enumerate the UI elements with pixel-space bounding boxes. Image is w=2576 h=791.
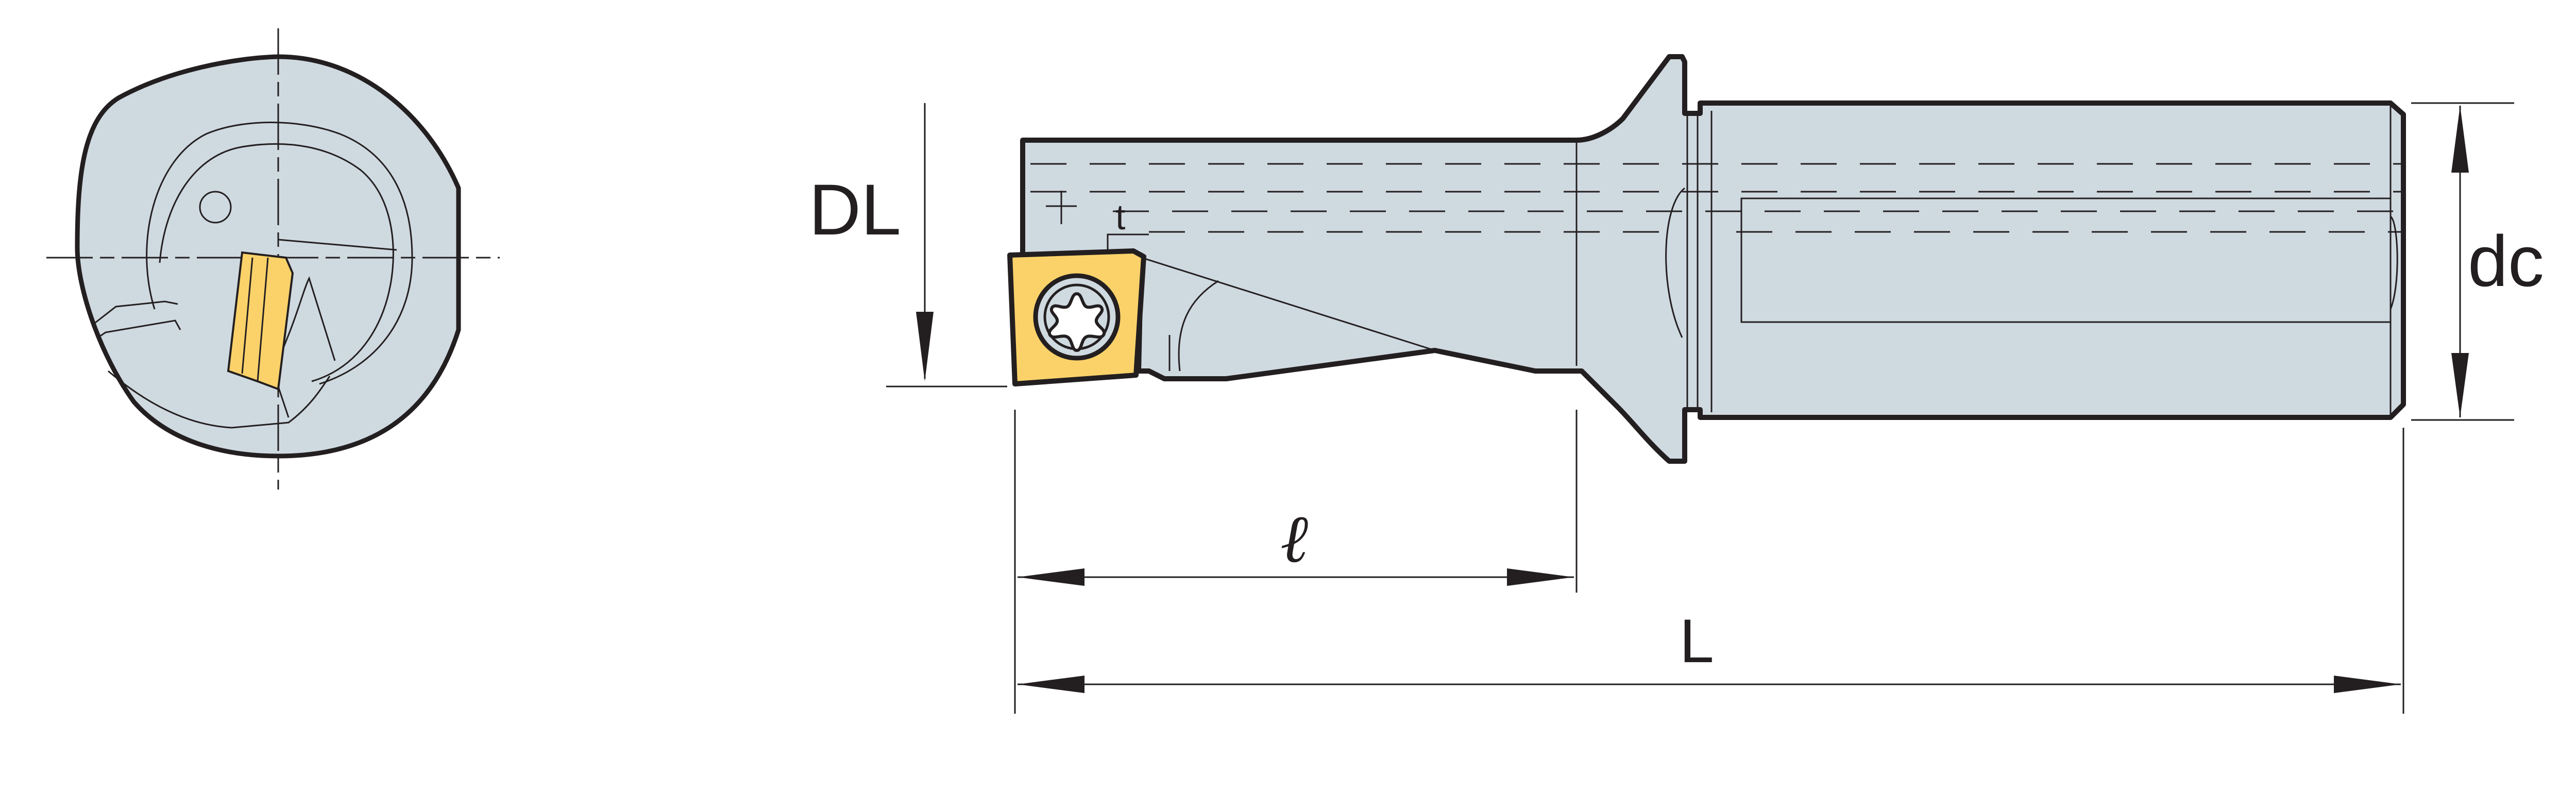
end-view-notch — [277, 386, 290, 418]
end-view-chip-edge — [108, 370, 331, 429]
t-marker — [1107, 233, 1149, 253]
dc-label: dc — [2468, 221, 2544, 301]
l-small-arrow-right — [1507, 568, 1574, 586]
coolant-hole — [199, 191, 232, 224]
dl-arrow — [916, 312, 934, 381]
l-small-arrow-left — [1018, 568, 1084, 586]
side-view — [1007, 54, 2406, 464]
end-view-flute-outer — [146, 122, 413, 385]
labels: DL dc ℓ L t — [809, 169, 2544, 676]
dimensions — [886, 102, 2514, 714]
shank-end-chamfer — [2389, 215, 2398, 310]
l-total-arrow-right — [2334, 676, 2401, 693]
end-view-top-edge — [278, 239, 397, 251]
t-label: t — [1115, 197, 1125, 237]
l-small-label: ℓ — [1280, 502, 1308, 577]
end-view — [46, 28, 500, 490]
end-view-edge-lower — [97, 319, 181, 339]
dl-label: DL — [809, 169, 901, 250]
end-view-rake — [277, 276, 336, 361]
l-total-arrow-left — [1018, 676, 1084, 693]
flange-curve — [1665, 187, 1685, 338]
dc-arrow-bottom — [2451, 353, 2469, 417]
flute-edge — [1133, 254, 1435, 351]
chip-gullet — [1178, 280, 1219, 372]
end-view-insert-edge-1 — [241, 257, 253, 374]
end-view-edge-upper — [92, 300, 178, 326]
coolant-channel — [1740, 197, 2392, 323]
tool-body — [1020, 54, 2406, 464]
end-view-insert-edge-2 — [257, 257, 269, 382]
dc-arrow-top — [2451, 106, 2469, 173]
end-view-flute-inner — [159, 143, 394, 382]
l-total-label: L — [1680, 607, 1714, 676]
torx-screw-icon — [1033, 273, 1121, 361]
